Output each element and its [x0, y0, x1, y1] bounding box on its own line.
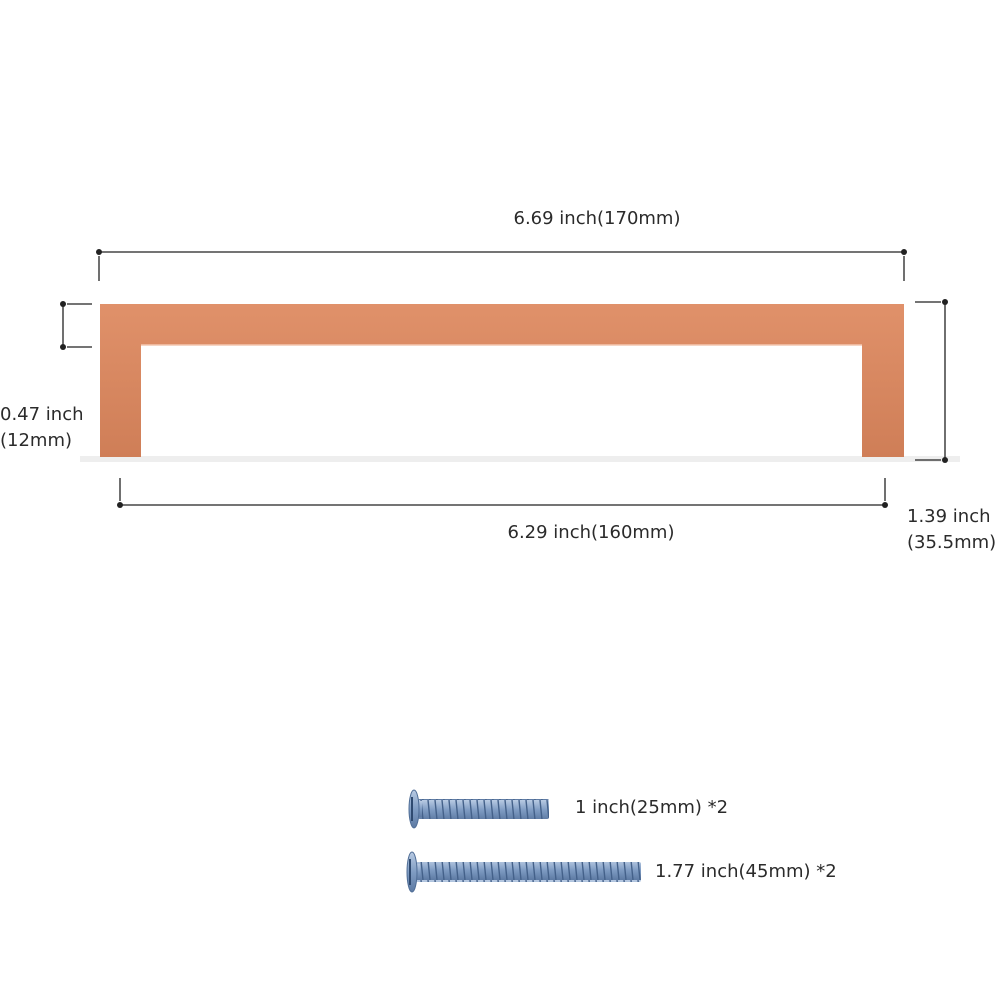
height-dimension-line	[915, 299, 948, 463]
thickness-inch-text: 0.47 inch	[0, 404, 84, 425]
hole-spacing-dimension-line	[117, 478, 888, 508]
long-screw-label: 1.77 inch(45mm) *2	[655, 861, 837, 882]
thickness-dimension-line	[60, 301, 92, 350]
height-inch-text: 1.39 inch	[907, 506, 991, 527]
height-mm-text: (35.5mm)	[907, 532, 997, 553]
short-screw-label: 1 inch(25mm) *2	[575, 797, 729, 818]
cabinet-handle	[100, 304, 904, 457]
hole-spacing-label: 6.29 inch(160mm)	[507, 522, 675, 543]
long-screw	[406, 851, 641, 893]
thickness-mm-text: (12mm)	[0, 430, 73, 451]
thickness-label: 0.47 inch (12mm)	[0, 402, 84, 454]
height-label: 1.39 inch (35.5mm)	[907, 504, 996, 556]
ground-shadow	[80, 456, 960, 462]
short-screw	[408, 789, 549, 829]
total-width-dimension-line	[96, 249, 907, 281]
total-width-label: 6.69 inch(170mm)	[513, 208, 681, 229]
